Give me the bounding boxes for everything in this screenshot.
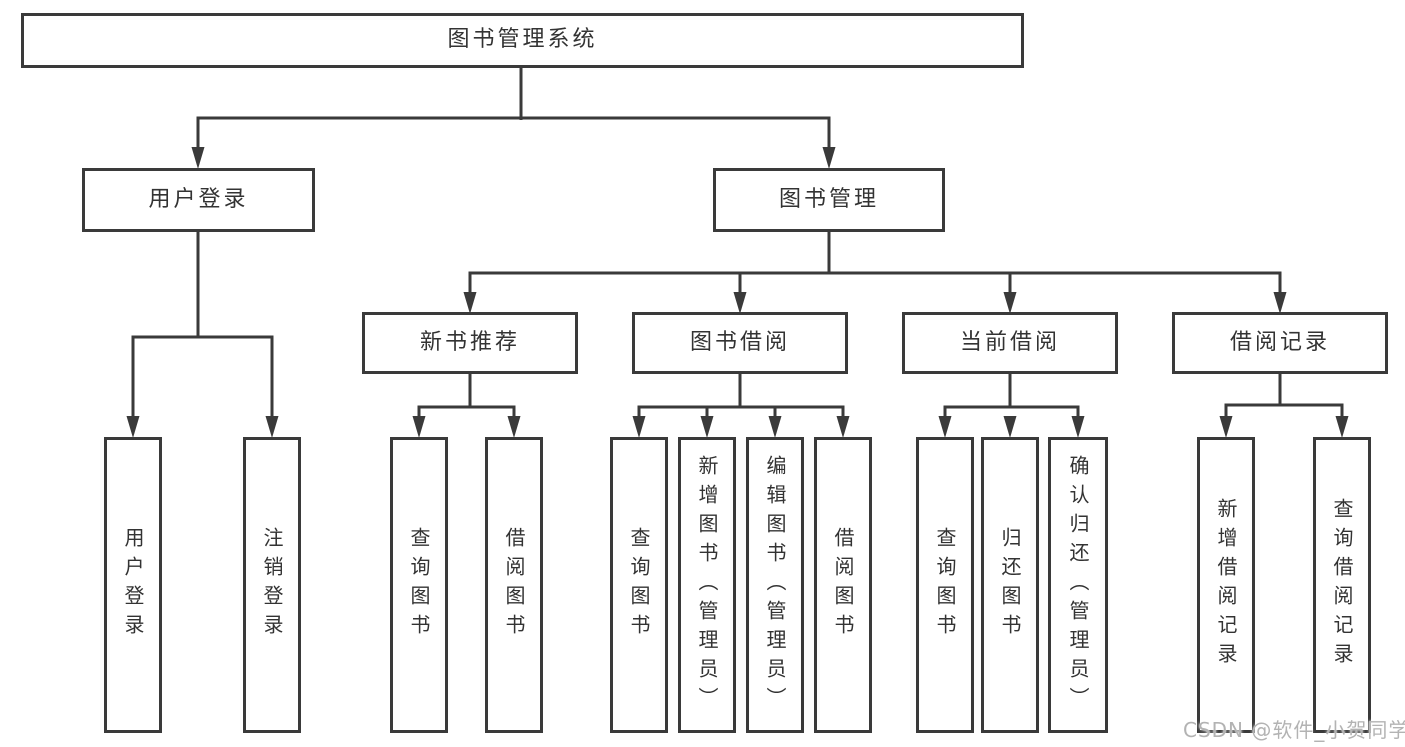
leaf-edit-books-admin: 编辑图书（管理员） xyxy=(746,437,804,733)
csdn-watermark: CSDN @软件_小贺同学 xyxy=(1183,718,1405,742)
leaf-borrow-books-borrowing: 借阅图书 xyxy=(814,437,872,733)
leaf-query-books-borrowing: 查询图书 xyxy=(610,437,668,733)
node-user-login: 用户登录 xyxy=(82,168,315,232)
connector-current-borrowing-to-leaves xyxy=(943,373,1080,418)
leaf-borrow-books-recommend: 借阅图书 xyxy=(485,437,543,733)
node-new-book-recommendation: 新书推荐 xyxy=(362,312,578,374)
node-borrowing-records: 借阅记录 xyxy=(1172,312,1388,374)
leaf-confirm-return-admin: 确认归还（管理员） xyxy=(1048,437,1108,733)
leaf-logout-login: 注销登录 xyxy=(243,437,301,733)
connector-new-book-rec-to-leaves xyxy=(417,373,516,418)
connector-borrow-records-to-leaves xyxy=(1224,373,1344,418)
node-library-management-system: 图书管理系统 xyxy=(21,13,1024,68)
connector-root-to-level2 xyxy=(196,67,831,149)
leaf-query-borrow-record: 查询借阅记录 xyxy=(1313,437,1371,733)
node-book-borrowing: 图书借阅 xyxy=(632,312,848,374)
connector-book-mgmt-to-level3 xyxy=(468,231,1282,294)
connector-user-login-to-leaves xyxy=(131,231,274,418)
leaf-add-borrow-record: 新增借阅记录 xyxy=(1197,437,1255,733)
leaf-add-books-admin: 新增图书（管理员） xyxy=(678,437,736,733)
connector-book-borrowing-to-leaves xyxy=(637,373,845,418)
leaf-query-books-current: 查询图书 xyxy=(916,437,974,733)
leaf-user-login: 用户登录 xyxy=(104,437,162,733)
leaf-return-books: 归还图书 xyxy=(981,437,1039,733)
node-book-management: 图书管理 xyxy=(713,168,945,232)
leaf-query-books-recommend: 查询图书 xyxy=(390,437,448,733)
node-current-borrowing: 当前借阅 xyxy=(902,312,1118,374)
